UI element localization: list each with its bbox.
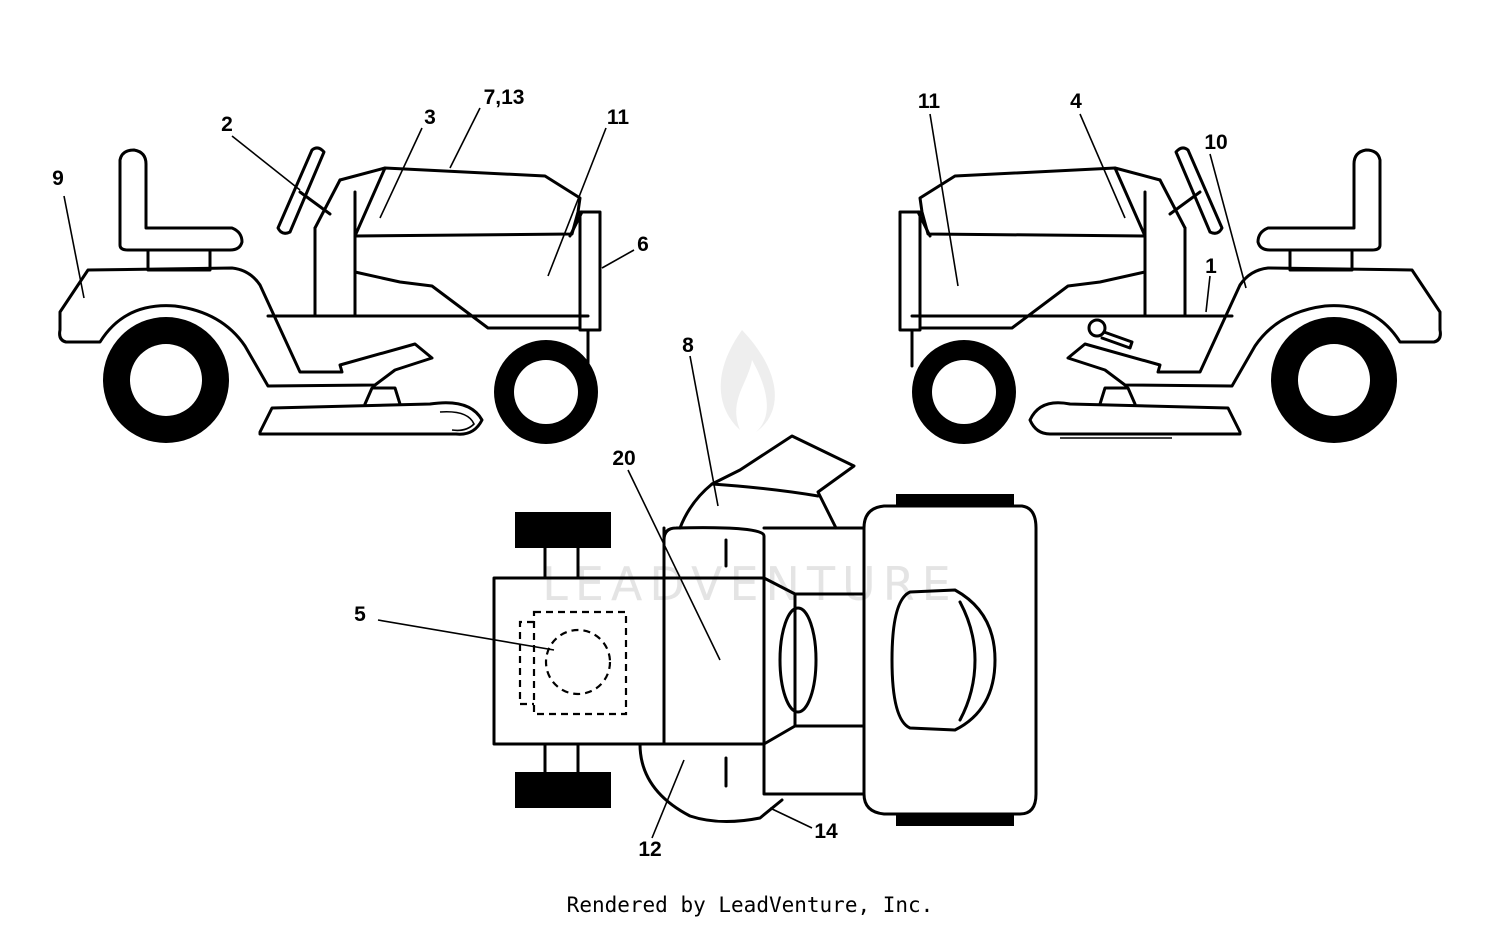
callout-6: 6 (637, 233, 649, 256)
callout-14: 14 (814, 820, 838, 843)
callout-11-left: 11 (607, 106, 630, 129)
leader-lines (63, 107, 1247, 839)
callout-1: 1 (1205, 255, 1217, 278)
callout-2: 2 (221, 113, 233, 136)
flame-logo-icon (720, 330, 775, 432)
callout-11-right: 11 (918, 90, 941, 113)
front-right-tire-icon (515, 772, 611, 808)
callout-labels: 9 2 3 7,13 11 6 11 4 10 1 8 20 5 12 14 (52, 86, 1228, 861)
watermark: LEADVENTURE (542, 330, 958, 611)
callout-12: 12 (638, 838, 661, 861)
callout-20: 20 (612, 447, 635, 470)
callout-7-13: 7,13 (484, 86, 525, 109)
footer-credit: Rendered by LeadVenture, Inc. (566, 893, 934, 917)
rear-right-tire-icon (896, 814, 1014, 826)
tractor-right-side-view (898, 146, 1442, 444)
callout-5: 5 (354, 603, 366, 626)
callout-10: 10 (1204, 131, 1227, 154)
tractor-top-view (492, 434, 1038, 826)
callout-4: 4 (1070, 90, 1082, 113)
callout-3: 3 (424, 106, 436, 129)
callout-8: 8 (682, 334, 694, 357)
front-left-tire-icon (515, 512, 611, 548)
rear-left-tire-icon (896, 494, 1014, 506)
tractor-left-side-view (58, 146, 602, 444)
watermark-text: LEADVENTURE (542, 557, 958, 611)
callout-9: 9 (52, 167, 64, 190)
